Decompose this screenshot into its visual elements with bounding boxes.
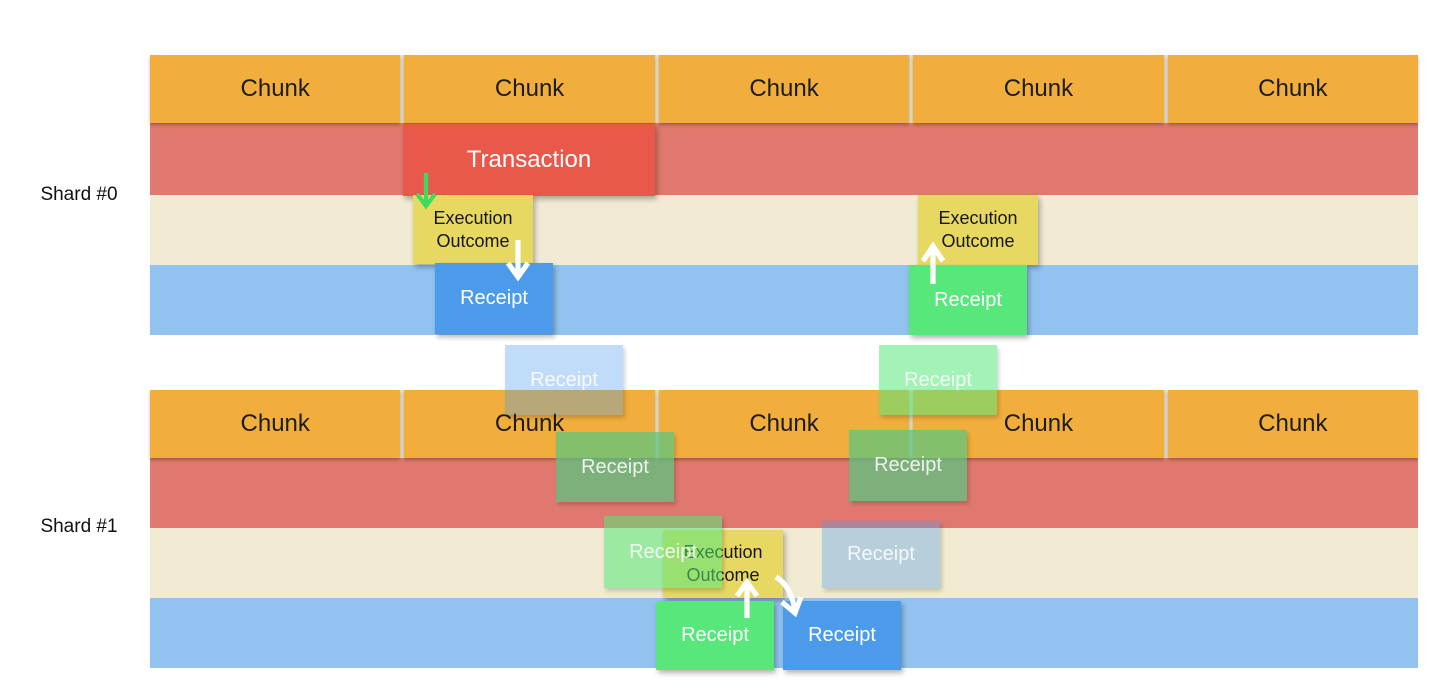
shard-0-execution-band <box>150 195 1418 265</box>
receipt-ghost-label: Receipt <box>629 540 697 563</box>
shard-1-chunk-row: Chunk Chunk Chunk Chunk Chunk <box>150 390 1419 458</box>
chunk-cell: Chunk <box>404 55 655 123</box>
receipt-ghost-box: Receipt <box>505 345 623 415</box>
shard-1-transaction-band <box>150 458 1418 528</box>
arrow-receipt-to-outcome-icon <box>733 578 761 620</box>
receipt-box: Receipt <box>656 601 774 670</box>
chunk-cell: Chunk <box>150 55 401 123</box>
execution-outcome-line1: Execution <box>433 207 513 228</box>
receipt-ghost-label: Receipt <box>904 368 972 391</box>
receipt-box: Receipt <box>909 265 1027 335</box>
arrow-receipt-to-outcome-icon <box>919 242 947 286</box>
receipt-ghost-label: Receipt <box>530 368 598 391</box>
execution-outcome-box: Execution Outcome <box>413 195 533 264</box>
receipt-ghost-box: Receipt <box>604 516 722 588</box>
receipt-ghost-box: Receipt <box>822 521 940 588</box>
receipt-ghost-box: Receipt <box>556 432 674 502</box>
chunk-cell: Chunk <box>658 55 910 123</box>
arrow-transaction-to-outcome-icon <box>413 171 439 215</box>
shard-0-transaction-band <box>150 123 1418 195</box>
shard-0-chunk-row: Chunk Chunk Chunk Chunk Chunk <box>150 55 1419 123</box>
receipt-ghost-box: Receipt <box>879 345 997 415</box>
shard-0-receipt-band <box>150 265 1418 335</box>
execution-outcome-line2: Outcome <box>436 230 510 251</box>
transaction-box: Transaction <box>403 124 655 196</box>
receipt-ghost-label: Receipt <box>581 455 649 478</box>
arrow-outcome-to-receipt-icon <box>504 238 532 284</box>
shard-1-label: Shard #1 <box>40 516 118 537</box>
shard-0-label: Shard #0 <box>40 184 118 205</box>
receipt-ghost-box: Receipt <box>849 430 967 501</box>
chunk-cell: Chunk <box>1167 390 1419 458</box>
execution-outcome-line2: Outcome <box>941 231 1015 251</box>
chunk-cell: Chunk <box>150 390 401 458</box>
execution-outcome-line1: Execution <box>938 208 1018 228</box>
receipt-box: Receipt <box>783 601 901 670</box>
receipt-box: Receipt <box>435 263 553 334</box>
chunk-cell: Chunk <box>1167 55 1419 123</box>
chunk-cell: Chunk <box>913 55 1164 123</box>
receipt-ghost-label: Receipt <box>874 454 942 476</box>
arrow-outcome-to-receipt-icon <box>771 573 815 621</box>
receipt-ghost-label: Receipt <box>847 543 915 565</box>
